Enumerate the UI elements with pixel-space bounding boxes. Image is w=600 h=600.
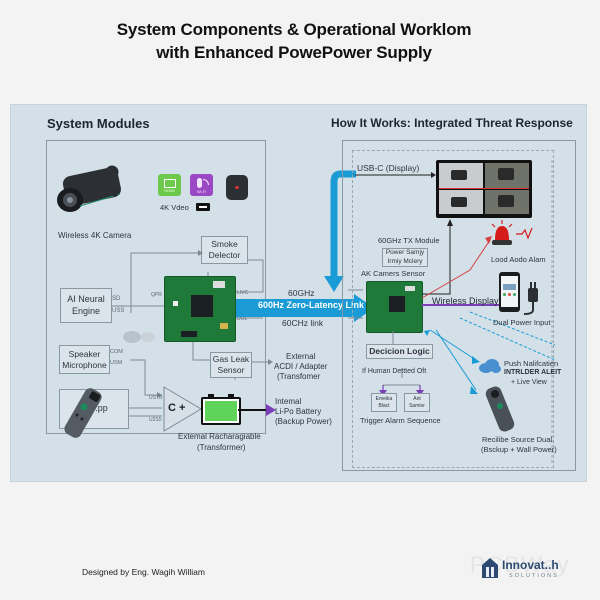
external-rechargeable-line2: (Transformer)	[197, 443, 246, 452]
system-modules-panel	[46, 140, 266, 434]
system-modules-heading: System Modules	[47, 116, 150, 131]
external-adapter-line3: (Transfomer	[277, 372, 321, 381]
link-bottom-label: 60CHz link	[282, 318, 324, 328]
how-it-works-heading: How It Works: Integrated Threat Response	[331, 116, 573, 130]
speaker-microphone-box: Speaker Microphone	[59, 345, 110, 374]
amp-port-2: U2S5	[149, 417, 162, 423]
branch-box-1: Emeika Blact	[371, 393, 397, 412]
brand-subtitle: SOLUTIONS	[509, 573, 559, 579]
camera-sensor-label: AK Camers Sensor	[361, 269, 426, 278]
decision-logic-box: Decicion Logic	[366, 344, 433, 359]
pcb-pin-dol: DOL	[237, 316, 248, 322]
wireless-camera-icon	[57, 165, 121, 212]
amplifier-symbol	[163, 386, 202, 432]
internal-battery-line3: (Backup Power)	[275, 417, 332, 426]
link-top-label: 60GHz	[288, 288, 315, 298]
condition-label: If Human Dettted Oft	[362, 368, 427, 375]
smoke-detector-box: Smoke Delector	[201, 236, 248, 264]
trigger-alarm-label: Trigger Alarm Sequence	[360, 416, 441, 425]
power-plug-icon	[523, 282, 538, 315]
internal-battery-line2: Li-Po Battery	[275, 407, 322, 416]
gas-leak-sensor-box: Gas Leak Sensor	[210, 352, 252, 378]
usb-c-link-arrow	[324, 170, 356, 292]
external-rechargeable-line1: Extemal Racharagiable	[178, 432, 261, 441]
battery-output-arrow	[238, 404, 276, 416]
remote-control-icon	[485, 386, 515, 432]
link-main-label: 600Hz Zero-Latency Link	[258, 300, 365, 310]
power-supply-box: Power Samjy Irmiy Mclery	[382, 248, 428, 267]
wifi-icon: Wi-Fi	[190, 174, 213, 196]
designer-credit: Designed by Eng. Wagih William	[82, 567, 205, 577]
external-adapter-line1: External	[286, 352, 316, 361]
branch-box-2: Ant Samior	[404, 393, 430, 412]
wireless-display-label: Wireless Display)	[432, 296, 502, 306]
amp-port-1: USTB	[149, 395, 163, 401]
sensor-device-icon	[226, 175, 248, 200]
cloud-icon	[123, 331, 155, 343]
wireless-camera-label: Wireless 4K Camera	[58, 231, 132, 240]
remote-label-line2: (Bsckup + Wall Power)	[481, 445, 557, 454]
port-icon	[196, 203, 210, 211]
tx-module-label: 60GHz TX Module	[378, 236, 440, 245]
inner-dashed-panel	[352, 150, 554, 468]
brand-name: Innovat..h	[502, 558, 559, 572]
main-pcb-board	[164, 276, 236, 342]
how-it-works-panel	[342, 140, 576, 471]
ai-port-uss: USS	[112, 308, 125, 314]
push-notification-line3: + Live View	[511, 379, 547, 386]
title-line-1: System Components & Operational Worklom	[116, 20, 472, 39]
ai-port-sd: SD	[112, 296, 121, 302]
amplifier-label: C +	[168, 402, 186, 414]
brand-logo-icon	[482, 558, 498, 578]
hdmi-icon: HDMI	[158, 174, 181, 196]
ai-neural-engine-box: AI Neural Engine	[60, 288, 112, 323]
external-adapter-line2: ACDI / Adapter	[274, 362, 328, 371]
zero-latency-link-arrow	[236, 294, 374, 322]
alarm-label: Lood Aodo Alam	[491, 255, 546, 264]
pcb-pin-qpr: QPR	[151, 292, 162, 298]
speaker-port-com: COM	[110, 349, 123, 355]
internal-battery-line1: Intemal	[275, 397, 302, 406]
push-notification-line1: Push Nalifcatien	[504, 359, 559, 368]
dual-power-label: Dual Power Input	[493, 318, 551, 327]
speaker-port-usm: USM	[110, 360, 123, 366]
remote-device-icon	[64, 388, 102, 438]
video-label: 4K Vdeo	[160, 203, 189, 212]
remote-label-line1: Recilibe Source Dual	[482, 435, 553, 444]
display-monitor	[436, 160, 532, 218]
usb-c-label: USB-C (Display)	[357, 163, 420, 173]
alarm-siren-icon	[491, 220, 533, 245]
title-line-2: with Enhanced PowePower Supply	[156, 43, 432, 62]
usb-c-arrow	[355, 172, 436, 178]
pcb-pin-livc: LIVC	[237, 290, 249, 296]
push-notification-line2: INTRLDER ALEIT	[504, 369, 562, 376]
cloud-notification-icon	[479, 359, 501, 373]
tx-module-pcb	[366, 281, 423, 333]
smartphone-icon	[499, 272, 520, 312]
